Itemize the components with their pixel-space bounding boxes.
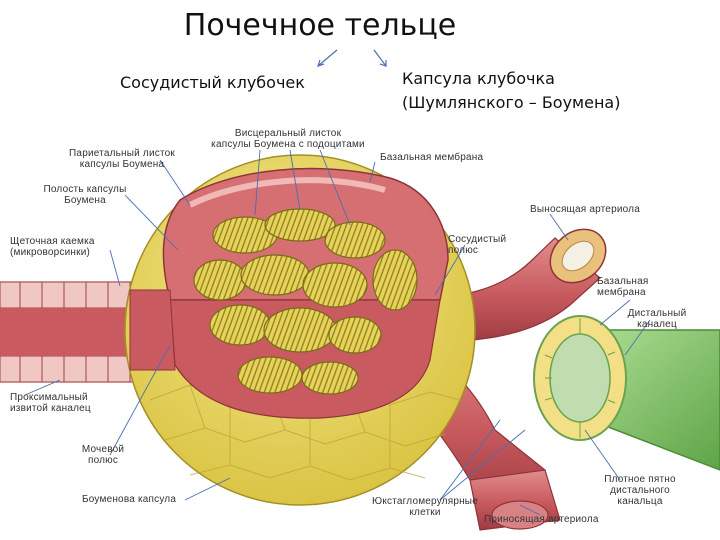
label-basal-membrane-top: Базальная мембрана [380,152,483,163]
label-parietal-layer-line2: капсулы Боумена [52,159,192,170]
label-macula-densa-line1: Плотное пятно [590,474,690,485]
label-basal-membrane-right-line2: мембрана [597,287,649,298]
distal-tubule [534,316,720,470]
label-basal-membrane-right-line1: Базальная [597,276,649,287]
label-macula-densa-line3: канальца [590,496,690,507]
label-visceral-layer-line1: Висцеральный листок [208,128,368,139]
label-capsule-cavity-line1: Полость капсулы [40,184,130,195]
label-distal-tubule-line2: каналец [612,319,702,330]
label-capsule-cavity: Полость капсулы Боумена [40,184,130,206]
label-parietal-layer-line1: Париетальный листок [52,148,192,159]
label-distal-tubule: Дистальный каналец [612,308,702,330]
arrow-right [374,50,386,66]
label-bowman-capsule: Боуменова капсула [82,494,176,505]
label-visceral-layer-line2: капсулы Боумена с подоцитами [208,139,368,150]
label-capsule-cavity-line2: Боумена [40,195,130,206]
label-juxtaglomerular-cells-line1: Юкстагломерулярные [360,496,490,507]
arrow-left [318,50,337,66]
label-vascular-pole-line2: полюс [448,245,506,256]
label-macula-densa-line2: дистального [590,485,690,496]
label-distal-tubule-line1: Дистальный [612,308,702,319]
label-urinary-pole-line2: полюс [68,455,138,466]
label-juxtaglomerular-cells-line2: клетки [360,507,490,518]
label-vascular-pole: Сосудистый полюс [448,234,506,256]
label-brush-border-line2: (микроворсинки) [10,247,95,258]
label-proximal-tubule: Проксимальный извитой каналец [10,392,91,414]
label-brush-border: Щеточная каемка (микроворсинки) [10,236,95,258]
label-juxtaglomerular-cells: Юкстагломерулярные клетки [360,496,490,518]
label-proximal-tubule-line1: Проксимальный [10,392,91,403]
tubule-neck [130,290,175,370]
label-urinary-pole: Мочевой полюс [68,444,138,466]
label-urinary-pole-line1: Мочевой [68,444,138,455]
label-macula-densa: Плотное пятно дистального канальца [590,474,690,507]
label-afferent-arteriole: Приносящая артериола [484,514,599,525]
label-vascular-pole-line1: Сосудистый [448,234,506,245]
label-efferent-arteriole: Выносящая артериола [530,204,640,215]
label-basal-membrane-right: Базальная мембрана [597,276,649,298]
label-visceral-layer: Висцеральный листок капсулы Боумена с по… [208,128,368,150]
subtitle-arrows [318,50,386,66]
label-proximal-tubule-line2: извитой каналец [10,403,91,414]
label-brush-border-line1: Щеточная каемка [10,236,95,247]
label-parietal-layer: Париетальный листок капсулы Боумена [52,148,192,170]
